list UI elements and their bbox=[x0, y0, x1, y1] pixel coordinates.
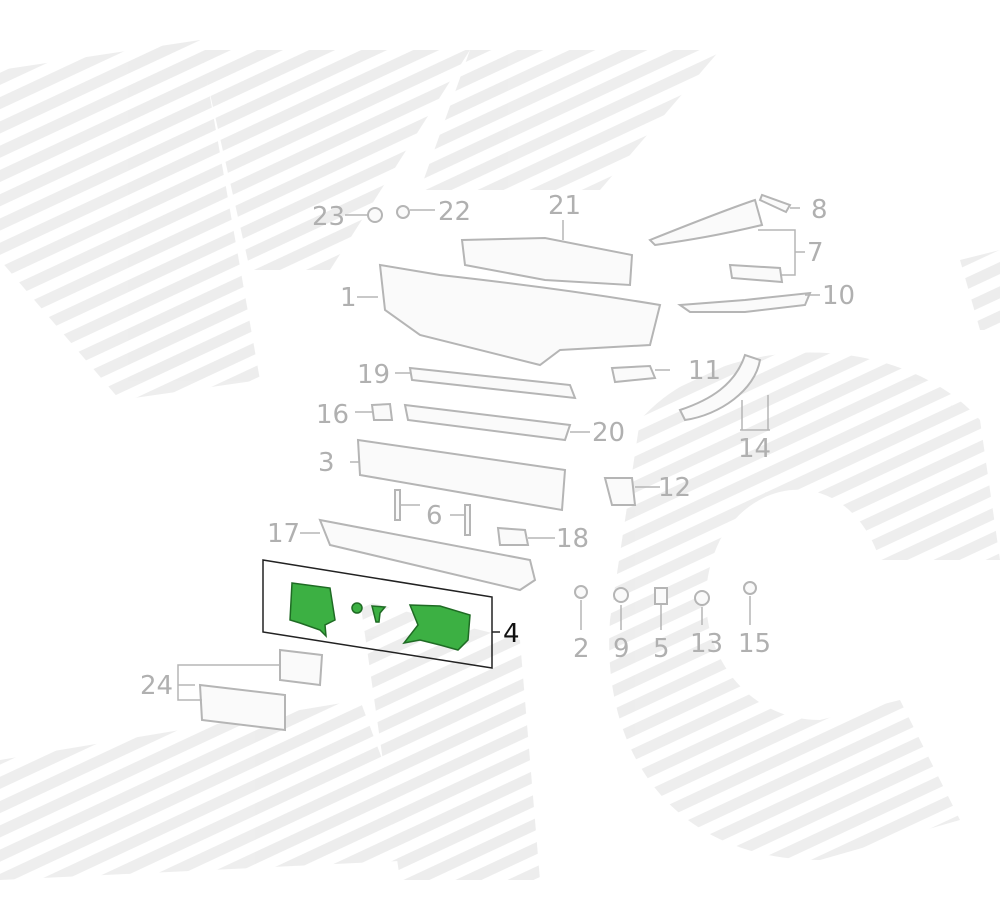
part-23 bbox=[367, 207, 383, 223]
part-14 bbox=[678, 353, 762, 422]
part-1-bumper bbox=[378, 263, 662, 367]
part-4-bracket-right bbox=[402, 604, 471, 651]
callout-23: 23 bbox=[312, 202, 346, 232]
part-13 bbox=[694, 590, 710, 606]
callout-17: 17 bbox=[267, 519, 301, 549]
part-18 bbox=[496, 526, 530, 546]
callout-20: 20 bbox=[592, 418, 626, 448]
callout-2: 2 bbox=[573, 634, 590, 664]
callout-13: 13 bbox=[690, 629, 724, 659]
callout-21: 21 bbox=[548, 191, 582, 221]
part-19 bbox=[408, 366, 577, 400]
callout-15: 15 bbox=[738, 629, 772, 659]
part-17 bbox=[318, 518, 537, 592]
callout-10: 10 bbox=[822, 281, 856, 311]
part-16 bbox=[370, 402, 394, 421]
part-10 bbox=[677, 291, 812, 313]
callout-box-4 bbox=[262, 559, 493, 669]
callout-4: 4 bbox=[503, 619, 520, 649]
callout-6: 6 bbox=[426, 501, 443, 531]
callout-19: 19 bbox=[357, 360, 391, 390]
part-7-upper bbox=[648, 198, 764, 247]
callout-9: 9 bbox=[613, 634, 630, 664]
callout-11: 11 bbox=[688, 356, 722, 386]
highlight-group-4 bbox=[262, 559, 500, 669]
callout-16: 16 bbox=[316, 400, 350, 430]
callout-24: 24 bbox=[140, 671, 174, 701]
part-6b bbox=[464, 504, 471, 536]
callout-12: 12 bbox=[658, 473, 692, 503]
part-21-grille bbox=[460, 236, 634, 287]
part-11 bbox=[610, 364, 657, 384]
callout-5: 5 bbox=[653, 634, 670, 664]
part-5 bbox=[654, 587, 668, 605]
parts-outlines bbox=[198, 193, 812, 732]
part-7-lower bbox=[728, 263, 784, 284]
callout-7: 7 bbox=[807, 238, 824, 268]
part-9 bbox=[613, 587, 629, 603]
watermark bbox=[0, 40, 1000, 880]
callout-14: 14 bbox=[738, 434, 772, 464]
part-15 bbox=[743, 581, 757, 595]
part-24-plate-lower bbox=[198, 683, 286, 732]
part-4-bolt bbox=[371, 605, 387, 623]
part-24-plate-upper bbox=[279, 648, 324, 687]
part-4-bracket-left bbox=[289, 582, 336, 638]
callout-1: 1 bbox=[340, 283, 357, 313]
callout-8: 8 bbox=[811, 195, 828, 225]
callout-22: 22 bbox=[438, 197, 472, 227]
part-12 bbox=[603, 477, 637, 506]
part-22 bbox=[396, 205, 410, 219]
part-4-nut bbox=[351, 602, 363, 614]
part-2 bbox=[574, 585, 588, 599]
part-20 bbox=[403, 403, 572, 442]
leader-lines bbox=[177, 207, 820, 701]
callout-3: 3 bbox=[318, 448, 335, 478]
part-6a bbox=[394, 489, 401, 521]
part-3-crossmember bbox=[356, 438, 567, 512]
part-8 bbox=[758, 193, 792, 214]
callout-18: 18 bbox=[556, 524, 590, 554]
